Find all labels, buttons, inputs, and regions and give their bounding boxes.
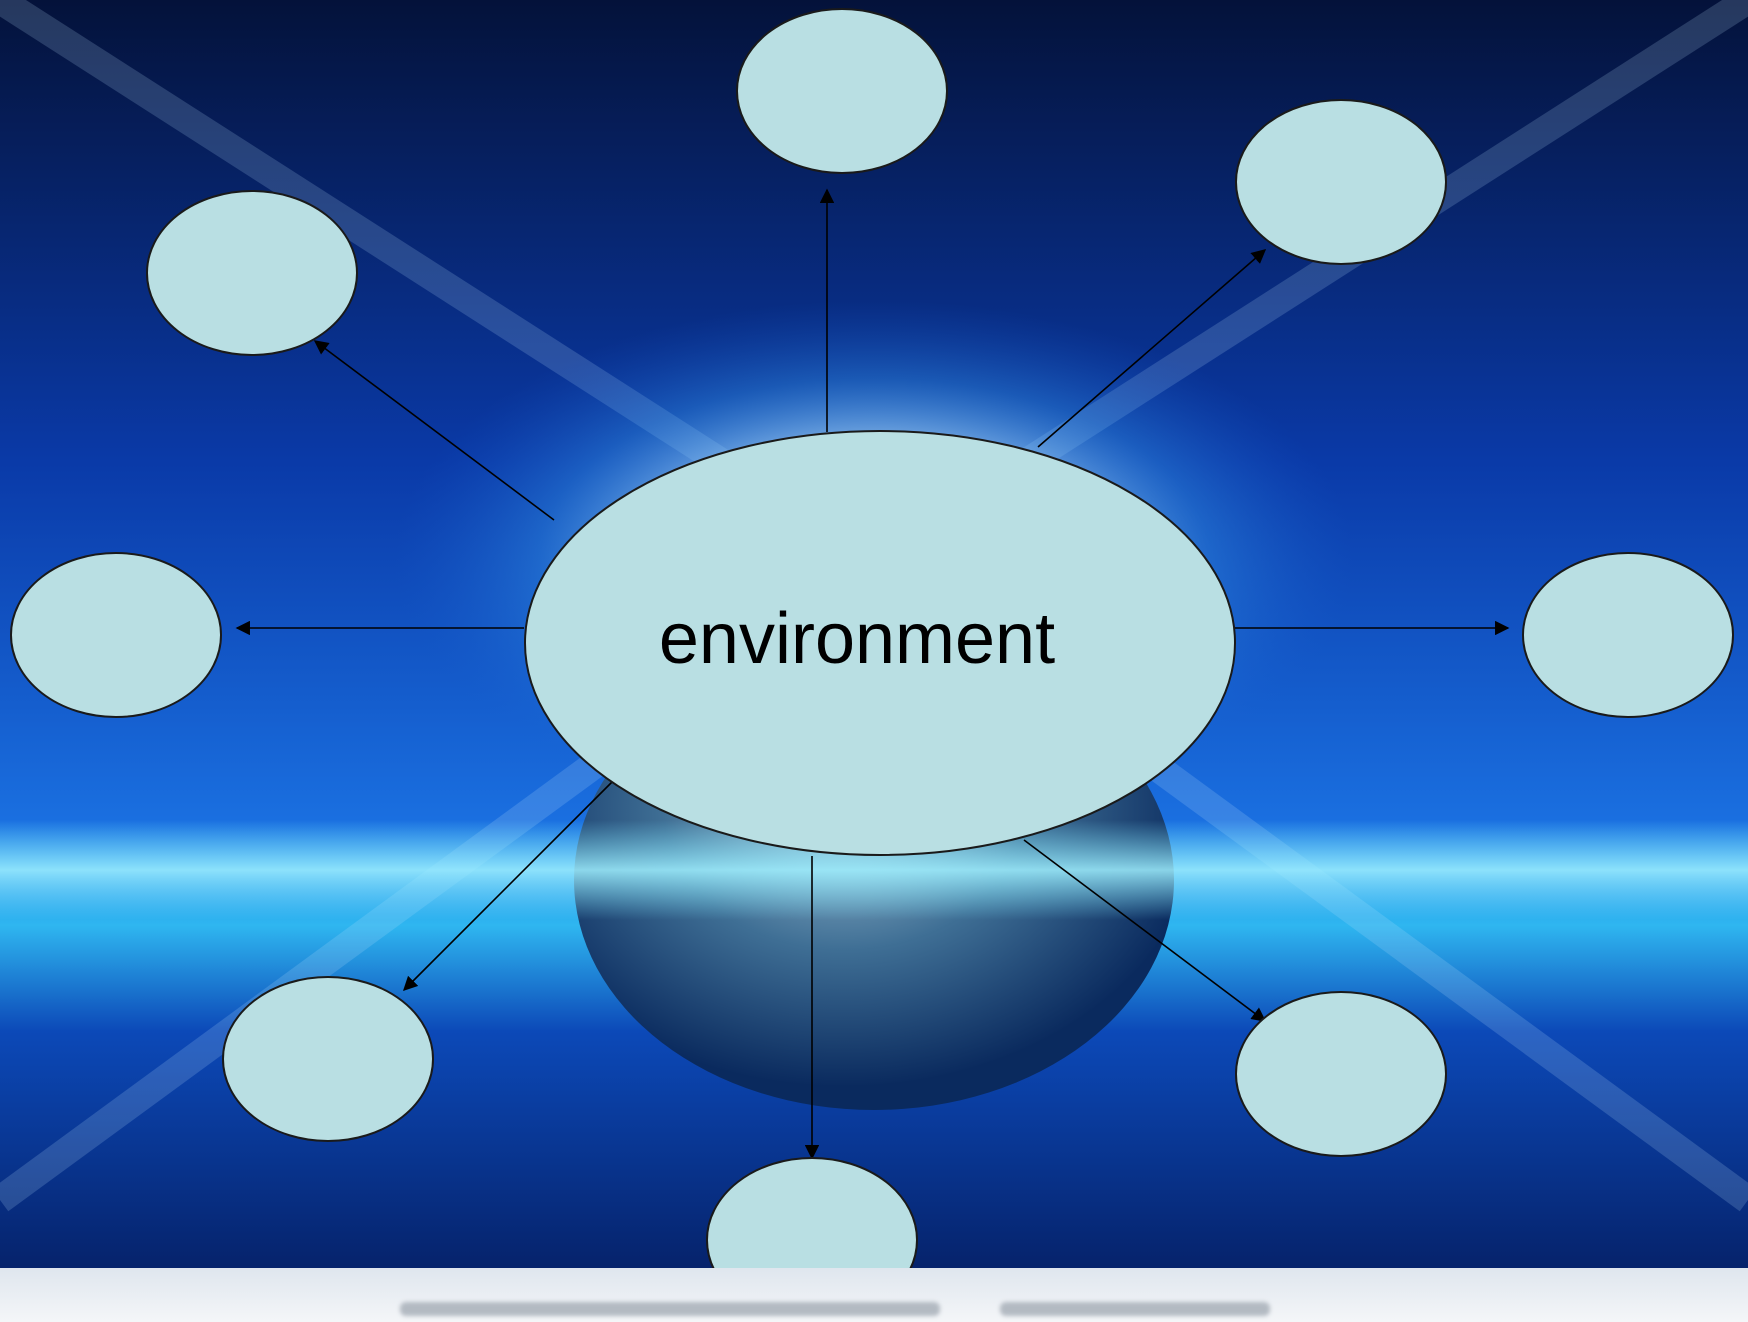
center-node[interactable]: environment (524, 430, 1236, 856)
node-top[interactable] (736, 8, 948, 174)
node-top-right[interactable] (1235, 99, 1447, 265)
node-bottom-left[interactable] (222, 976, 434, 1142)
watermark-text-blur (400, 1302, 940, 1316)
arrow-to-top-right (1037, 249, 1267, 448)
watermark-id-blur (1000, 1302, 1270, 1316)
center-ellipse[interactable] (524, 430, 1236, 856)
center-label: environment (659, 599, 1055, 679)
arrows (235, 188, 1510, 1160)
arrow-to-bottom-left (402, 777, 617, 992)
node-top-left[interactable] (146, 190, 358, 356)
node-bottom-right[interactable] (1235, 991, 1447, 1157)
node-right[interactable] (1522, 552, 1734, 718)
node-left[interactable] (10, 552, 222, 718)
arrow-to-top-left (313, 340, 555, 521)
arrow-to-bottom-right (1023, 839, 1267, 1022)
outer-nodes (10, 8, 1734, 1322)
